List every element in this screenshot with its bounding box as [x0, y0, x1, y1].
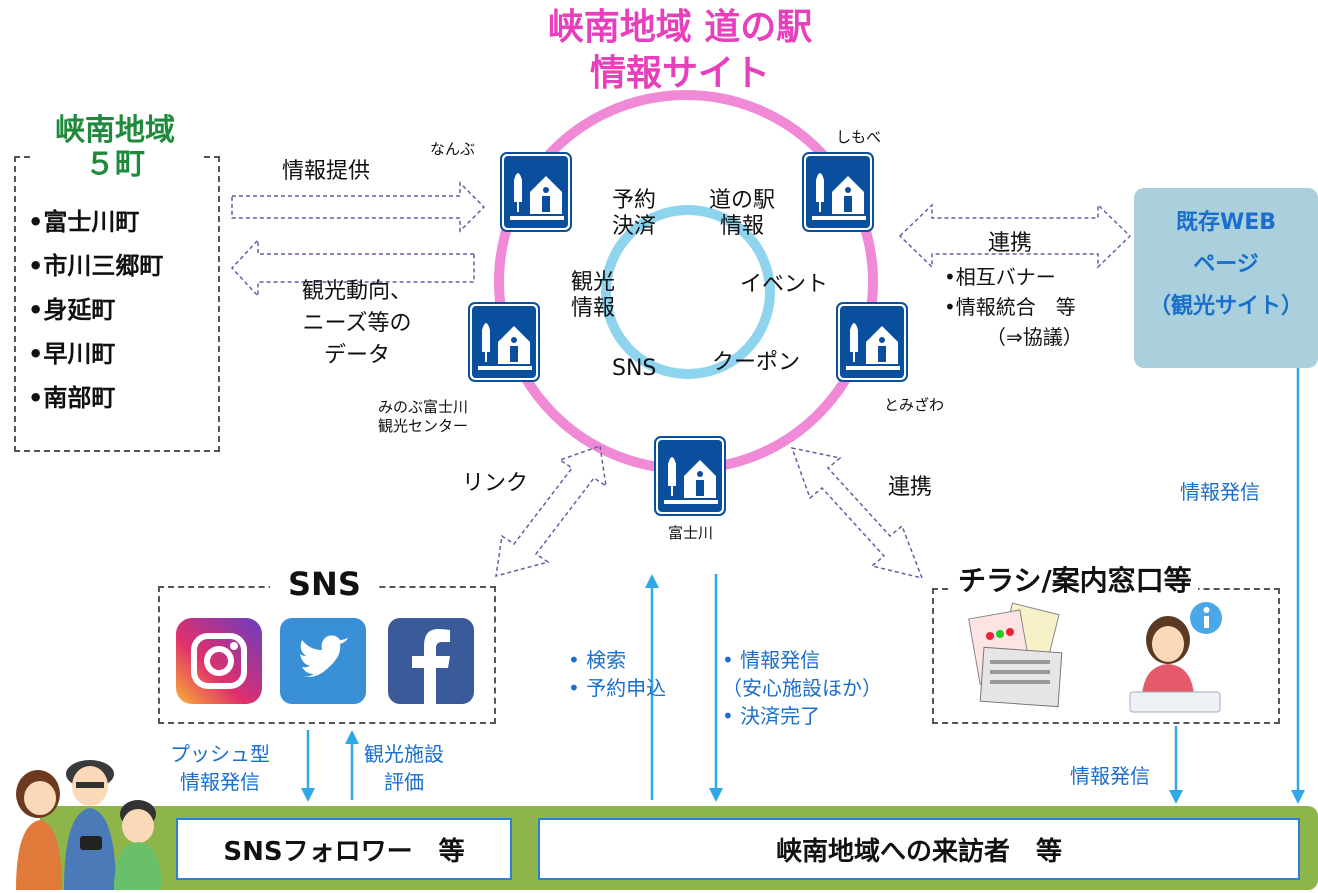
facility-eval-label: 観光施設 評価 — [364, 742, 444, 794]
renkei-notes: •相互バナー •情報統合 等 （⇒協議） — [944, 265, 1083, 349]
twitter-icon[interactable] — [280, 618, 366, 704]
existing-web-box[interactable]: 既存WEB ページ （観光サイト） — [1134, 188, 1318, 368]
sns-circle-label: SNS — [612, 356, 657, 381]
michinoeki-icon[interactable] — [654, 436, 726, 516]
yoyaku-label: 予約 決済 — [611, 188, 656, 239]
towns-title-line1: 峡南地域 — [55, 113, 175, 148]
inner-ring — [601, 205, 775, 379]
station-label-tomizawa: とみざわ — [884, 396, 945, 414]
town-item: •早川町 — [28, 340, 116, 368]
instagram-icon[interactable] — [176, 618, 262, 704]
town-item: •南部町 — [28, 384, 116, 412]
arrow-renkei-web — [898, 203, 1132, 269]
arrow-renkei-flyers — [790, 446, 924, 580]
info-desk-staff-icon — [1129, 602, 1222, 713]
arrow-push-down — [301, 788, 315, 802]
michinoeki-icon[interactable] — [802, 152, 874, 232]
sns-followers-box: SNSフォロワー 等 — [176, 818, 512, 880]
towns-title: 峡南地域 ５町 — [30, 114, 200, 182]
town-item: •富士川町 — [28, 208, 140, 236]
michinoeki-icon[interactable] — [468, 302, 540, 382]
site-title-line1: 峡南地域 道の駅 — [547, 7, 813, 48]
coupon-label: クーポン — [712, 350, 801, 375]
flyers-icon — [968, 602, 1063, 708]
station-label-minobu: みのぶ富士川 観光センター — [378, 398, 469, 435]
tourists-illustration — [16, 760, 162, 890]
arrow-info-provide — [231, 181, 486, 233]
michinoeki-icon[interactable] — [500, 152, 572, 232]
sns-box-title: SNS — [270, 566, 379, 602]
arrow-search-up — [645, 574, 659, 588]
event-label: イベント — [740, 272, 829, 297]
arrow-tourism-data — [230, 238, 475, 298]
facebook-icon[interactable] — [388, 618, 474, 704]
michi-info-label: 道の駅 情報 — [708, 188, 775, 239]
info-send-web-label: 情報発信 — [1180, 480, 1260, 504]
town-item: •市川三郷町 — [28, 252, 164, 280]
renkei-web-label: 連携 — [988, 231, 1033, 256]
site-title-line2: 情報サイト — [589, 53, 770, 94]
michinoeki-icon[interactable] — [836, 302, 908, 382]
info-provide-label: 情報提供 — [282, 159, 371, 184]
station-label-shimobe: しもべ — [836, 128, 882, 146]
arrow-info-down — [709, 788, 723, 802]
town-item: •身延町 — [28, 296, 116, 324]
push-info-label: プッシュ型 情報発信 — [170, 742, 270, 794]
info-send-flyer-label: 情報発信 — [1070, 764, 1150, 788]
link-label: リンク — [462, 471, 529, 496]
arrow-eval-up — [345, 730, 359, 744]
towns-title-line2: ５町 — [85, 147, 145, 182]
visitors-box: 峡南地域への来訪者 等 — [538, 818, 1300, 880]
station-label-nanbu: なんぶ — [430, 140, 476, 158]
flyer-box-title: チラシ/案内窓口等 — [952, 564, 1198, 598]
arrow-web-down — [1291, 790, 1305, 804]
search-reserve-labels: • 検索 • 予約申込 — [568, 648, 667, 700]
kanko-info-label: 観光 情報 — [570, 270, 615, 321]
info-settle-labels: • 情報発信 （安心施設ほか） • 決済完了 — [722, 648, 882, 728]
arrow-link — [495, 444, 607, 578]
renkei-flyer-label: 連携 — [888, 475, 933, 500]
station-label-fujikawa: 富士川 — [668, 524, 714, 542]
tourism-data-label: 観光動向、 ニーズ等の データ — [301, 279, 412, 368]
towns-list: •富士川町 •市川三郷町 •身延町 •早川町 •南部町 — [28, 200, 163, 420]
arrow-flyer-down — [1169, 790, 1183, 804]
